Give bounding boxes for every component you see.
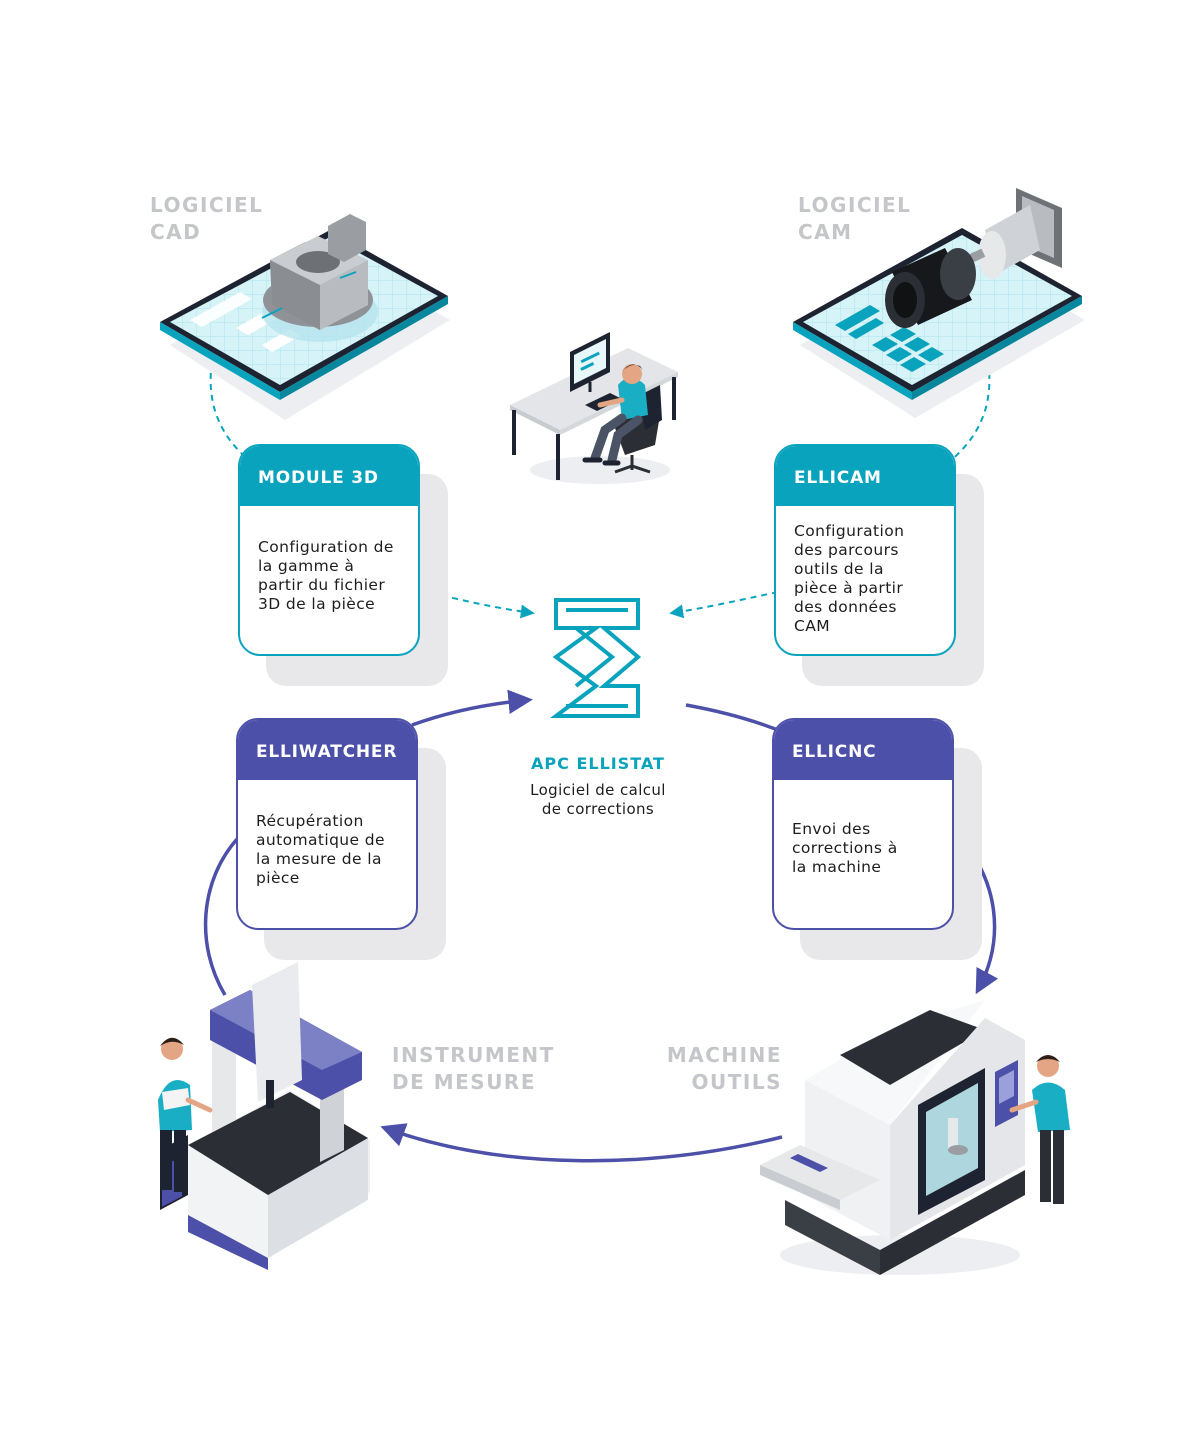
card-ellicnc: ELLICNC Envoi des corrections à la machi…: [772, 718, 982, 960]
card-title: MODULE 3D: [240, 446, 418, 506]
operator-desk-icon: [510, 332, 678, 484]
card-body: Envoi des corrections à la machine: [792, 820, 898, 876]
apc-ellistat-title: APC ELLISTAT: [531, 754, 665, 773]
card-body: Configuration des parcours outils de la …: [794, 522, 905, 635]
card-body: Configuration de la gamme à partir du fi…: [258, 538, 394, 613]
label-instrument-de-mesure: INSTRUMENT DE MESURE: [392, 1043, 555, 1094]
coordinate-measuring-machine-icon: [158, 962, 370, 1270]
card-ellicam: ELLICAM Configuration des parcours outil…: [774, 444, 984, 686]
card-box: ELLICAM Configuration des parcours outil…: [774, 444, 956, 656]
arrow-elliwatcher-to-apc: [411, 689, 533, 727]
card-elliwatcher: ELLIWATCHER Récupération automatique de …: [236, 718, 446, 960]
ellistat-logo-icon: [550, 598, 642, 718]
card-module-3d: MODULE 3D Configuration de la gamme à pa…: [238, 444, 448, 686]
label-machine-outils: MACHINE OUTILS: [666, 1043, 782, 1094]
card-box: MODULE 3D Configuration de la gamme à pa…: [238, 444, 420, 656]
apc-ellistat-subtitle: Logiciel de calcul de corrections: [530, 781, 666, 818]
arrow-machine-to-instrument: [380, 1123, 783, 1163]
cad-tablet-icon: [160, 214, 450, 420]
card-title: ELLICNC: [774, 720, 952, 780]
cnc-machine-icon: [760, 1000, 1070, 1275]
card-box: ELLIWATCHER Récupération automatique de …: [236, 718, 418, 930]
card-box: ELLICNC Envoi des corrections à la machi…: [772, 718, 954, 930]
label-logiciel-cad: LOGICIEL CAD: [150, 193, 264, 244]
card-title: ELLIWATCHER: [238, 720, 416, 780]
label-logiciel-cam: LOGICIEL CAM: [798, 193, 912, 244]
card-title: ELLICAM: [776, 446, 954, 506]
arrow-ellicam-to-apc: [669, 591, 779, 619]
cam-tablet-icon: [793, 188, 1085, 418]
arrow-instrument-to-elliwatcher: [203, 836, 240, 996]
card-body: Récupération automatique de la mesure de…: [256, 812, 385, 887]
